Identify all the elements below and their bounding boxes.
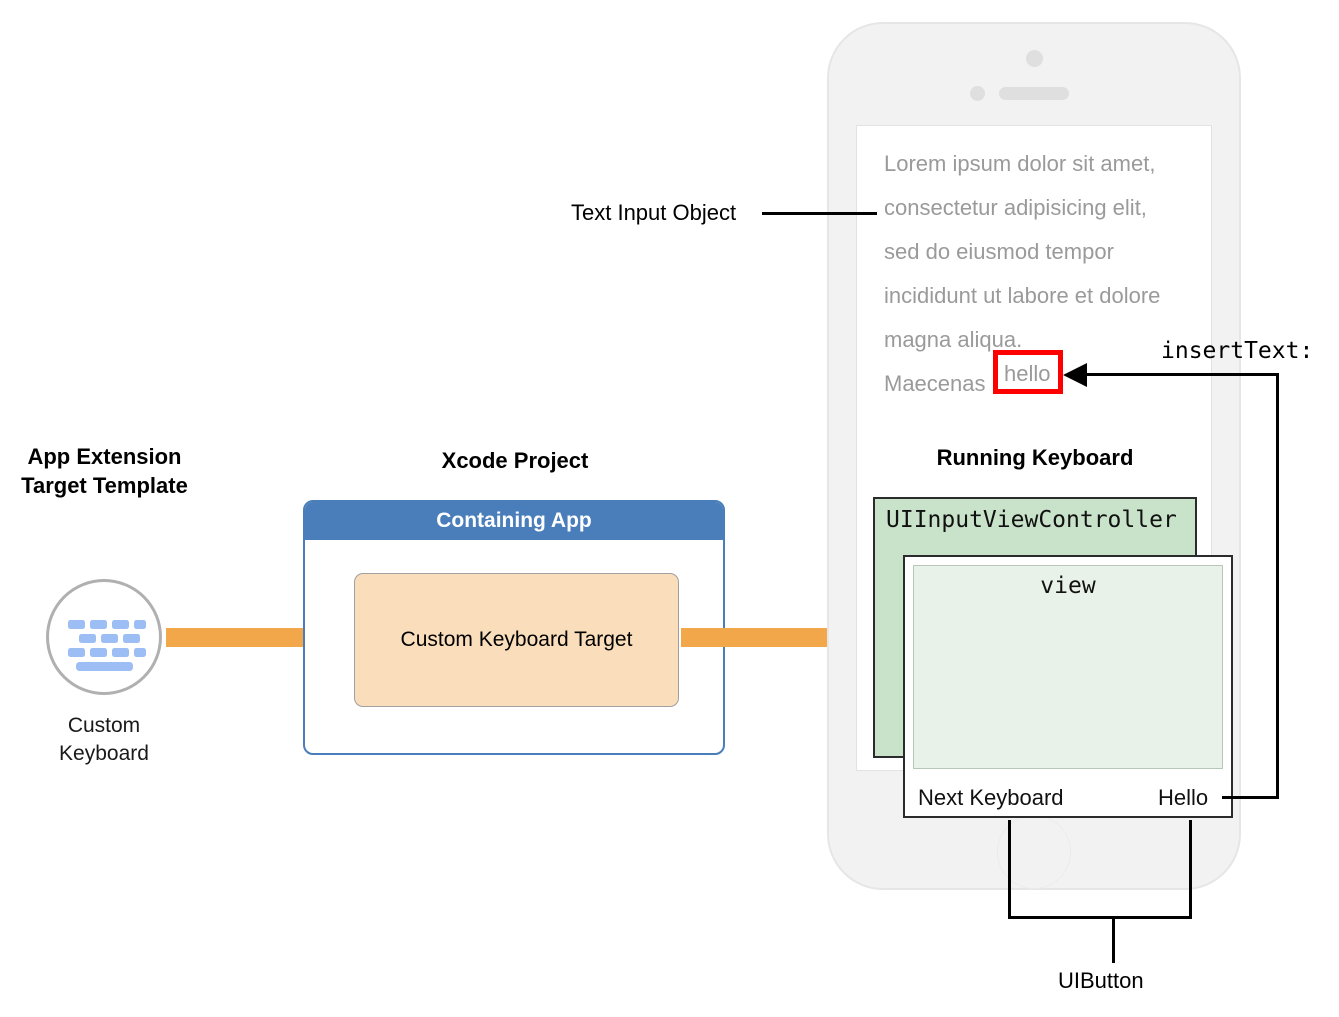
insert-text-callout-line-vertical (1276, 373, 1279, 797)
arrow-project-to-running-shaft (681, 628, 850, 647)
text-input-object-callout-label: Text Input Object (571, 200, 737, 225)
uiinputviewcontroller-label: UIInputViewController (886, 507, 1177, 533)
insert-text-callout-label: insertText: (1161, 338, 1314, 364)
phone-sensor-icon (970, 86, 985, 101)
lorem-line: sed do eiusmod tempor (884, 239, 1114, 264)
custom-keyboard-circle (46, 579, 162, 695)
phone-camera-icon (1026, 50, 1043, 67)
keyboard-view-outer: view (903, 555, 1233, 818)
xcode-project-title: Xcode Project (441, 448, 589, 473)
keyboard-icon (68, 620, 146, 671)
custom-keyboard-target-box[interactable]: Custom Keyboard Target (354, 573, 679, 707)
lorem-line: magna aliqua. (884, 327, 1023, 352)
lorem-line: Maecenas (884, 371, 986, 396)
lorem-line: consectetur adipisicing elit, (884, 195, 1147, 220)
keyboard-view-label: view (1040, 573, 1096, 599)
inserted-word-highlight (993, 350, 1063, 394)
uibutton-callout-label: UIButton (1058, 968, 1144, 993)
uibutton-leader-left (1008, 820, 1011, 919)
uibutton-leader-bridge (1008, 916, 1192, 919)
text-input-object-callout-line (762, 212, 877, 215)
uibutton-leader-stem (1112, 916, 1115, 963)
custom-keyboard-caption: Custom Keyboard (59, 714, 149, 765)
hello-button-connector-line (1222, 796, 1279, 799)
phone-speaker-icon (999, 87, 1069, 100)
inserted-word: hello (1004, 361, 1051, 386)
lorem-line: Lorem ipsum dolor sit amet, (884, 151, 1156, 176)
next-keyboard-button[interactable]: Next Keyboard (918, 785, 1064, 810)
running-keyboard-title: Running Keyboard (936, 445, 1134, 470)
lorem-line: incididunt ut labore et dolore (884, 283, 1161, 308)
text-input-object-content[interactable]: Lorem ipsum dolor sit amet, consectetur … (884, 142, 1204, 406)
insert-text-arrowhead-icon (1063, 363, 1087, 387)
arrow-template-to-project-shaft (166, 628, 318, 647)
uibutton-leader-right (1189, 820, 1192, 919)
hello-button[interactable]: Hello (1158, 785, 1209, 810)
app-extension-title: App Extension Target Template (21, 444, 188, 498)
insert-text-callout-line-horizontal (1085, 373, 1279, 376)
containing-app-header: Containing App (305, 502, 723, 540)
keyboard-view-inner: view (913, 565, 1223, 769)
